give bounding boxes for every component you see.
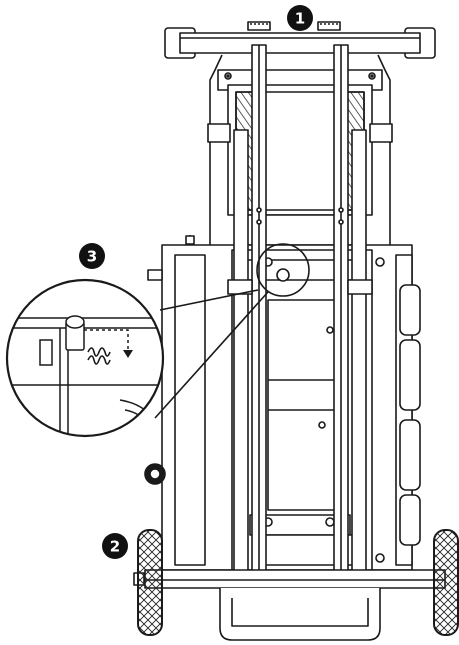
lower-body — [161, 244, 421, 571]
wheel-axle — [133, 569, 446, 641]
handle-crossbar — [164, 21, 436, 59]
callout-label-2: 2 — [110, 538, 120, 556]
lock-pin-detail — [5, 278, 165, 438]
callout-label-3: 3 — [87, 248, 97, 266]
callout-badge-3: 3 — [79, 243, 105, 269]
lock-pin-icon — [65, 315, 85, 351]
detail-source-circle — [256, 243, 310, 297]
callout-badge-1: 1 — [287, 5, 313, 31]
spring-icon — [87, 347, 111, 365]
callout-badge-2: 2 — [102, 533, 128, 559]
leader-line-lower — [154, 291, 269, 419]
knob-icon — [144, 235, 195, 485]
leader-line-upper — [159, 289, 259, 311]
arrow-down-icon — [84, 329, 133, 358]
wheel-icon — [137, 529, 459, 636]
callout-label-1: 1 — [295, 10, 305, 28]
